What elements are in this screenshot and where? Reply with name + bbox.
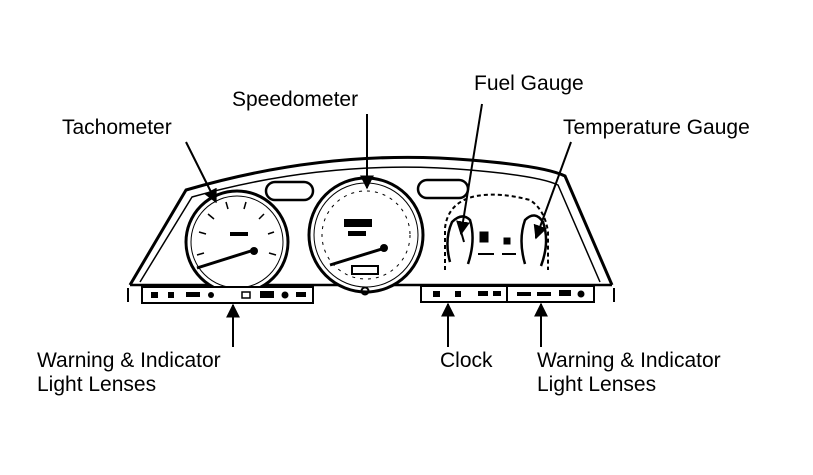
leader-lines — [185, 103, 572, 347]
fuel-temp-pod — [444, 193, 549, 270]
tachometer-ticks — [196, 201, 277, 256]
warning-right-line1: Warning & Indicator — [537, 349, 721, 372]
warning-left-label: Warning & Indicator Light Lenses — [37, 349, 221, 397]
right-vent — [416, 178, 470, 200]
tachometer-leader — [185, 141, 217, 204]
tachometer-dial — [184, 189, 290, 295]
warning-right-label: Warning & Indicator Light Lenses — [537, 349, 721, 397]
warning-left-line1: Warning & Indicator — [37, 349, 221, 372]
fuel-gauge-label: Fuel Gauge — [474, 72, 584, 95]
tachometer-label: Tachometer — [62, 116, 172, 139]
speedometer-label: Speedometer — [232, 88, 359, 111]
center-knob — [360, 286, 370, 296]
temperature-gauge-dial — [520, 214, 548, 267]
left-indicator-panel — [141, 286, 314, 304]
temperature-gauge-label: Temperature Gauge — [563, 116, 750, 139]
fuel-gauge-dial — [446, 215, 474, 265]
warning-left-line2: Light Lenses — [37, 373, 157, 396]
tachometer-needle — [196, 248, 255, 270]
temperature-gauge-leader — [533, 141, 572, 240]
left-vent — [264, 180, 315, 202]
speedometer-dial — [307, 176, 425, 294]
clock-label: Clock — [440, 349, 493, 372]
right-indicator-panel — [420, 285, 595, 303]
speedometer-needle — [329, 246, 386, 267]
warning-right-line2: Light Lenses — [537, 373, 657, 396]
fuel-gauge-leader — [456, 103, 483, 236]
